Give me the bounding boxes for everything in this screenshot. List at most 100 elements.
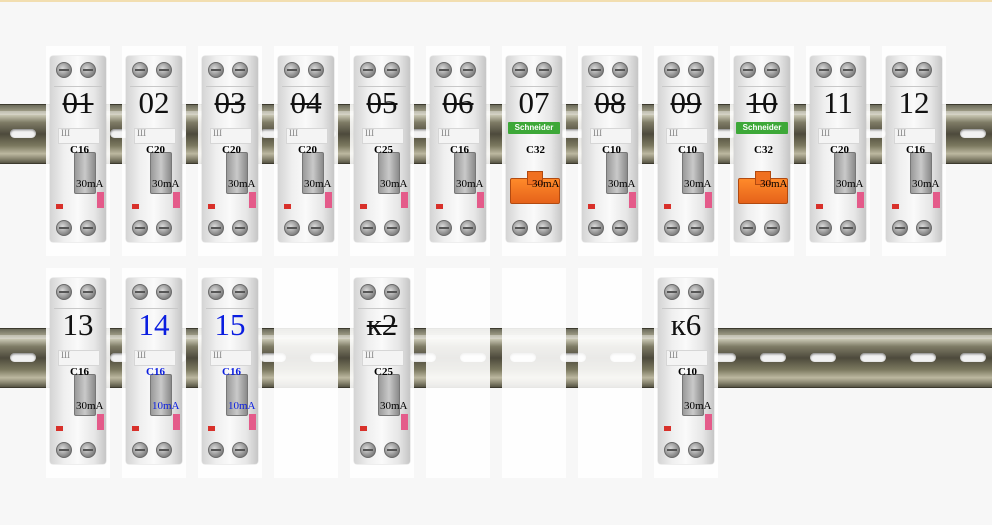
breaker-lever[interactable] [606, 152, 628, 194]
screw-icon [740, 220, 756, 236]
screw-icon [916, 220, 932, 236]
empty-slot[interactable] [502, 268, 566, 478]
circuit-breaker[interactable] [354, 278, 410, 464]
breaker-lever[interactable] [74, 152, 96, 194]
rail-shine [0, 111, 992, 115]
rail-slot [710, 129, 736, 138]
empty-slot[interactable] [426, 268, 490, 478]
breaker-rating: C16 [146, 366, 165, 378]
breaker-number: 03 [214, 85, 246, 120]
brand-mark [401, 192, 408, 208]
screw-icon [284, 220, 300, 236]
circuit-breaker[interactable] [810, 56, 866, 242]
breaker-lever[interactable] [378, 374, 400, 416]
breaker-rating: C10 [678, 366, 697, 378]
circuit-breaker[interactable] [354, 56, 410, 242]
screw-icon [688, 284, 704, 300]
screw-icon [156, 62, 172, 78]
brand-mark [249, 192, 256, 208]
circuit-breaker[interactable] [126, 278, 182, 464]
leakage-current: 30mA [76, 400, 104, 412]
breaker-lever[interactable] [150, 152, 172, 194]
breaker-lever[interactable] [682, 374, 704, 416]
body-line [54, 308, 102, 309]
breaker-lever[interactable] [302, 152, 324, 194]
circuit-breaker[interactable] [50, 278, 106, 464]
breaker-lever[interactable] [378, 152, 400, 194]
terminal-screws-bottom [734, 214, 790, 240]
terminal-screws-top [278, 58, 334, 84]
screw-icon [80, 220, 96, 236]
breaker-lever[interactable] [226, 374, 248, 416]
brand-mark [401, 414, 408, 430]
screw-icon [764, 220, 780, 236]
leakage-current: 30mA [532, 178, 560, 190]
screw-icon [232, 442, 248, 458]
body-line [662, 308, 710, 309]
screw-icon [56, 284, 72, 300]
circuit-breaker[interactable] [658, 56, 714, 242]
empty-slot[interactable] [578, 268, 642, 478]
indicator-red [664, 204, 671, 209]
breaker-lever[interactable] [738, 171, 788, 204]
screw-icon [360, 220, 376, 236]
circuit-breaker[interactable] [126, 56, 182, 242]
rail-slot [910, 353, 936, 362]
breaker-number: 01 [62, 85, 94, 120]
breaker-lever[interactable] [150, 374, 172, 416]
circuit-breaker[interactable] [202, 278, 258, 464]
label-plate [210, 128, 252, 144]
circuit-breaker[interactable] [886, 56, 942, 242]
circuit-breaker[interactable]: Schneider [506, 56, 562, 242]
body-line [54, 86, 102, 87]
circuit-breaker[interactable] [430, 56, 486, 242]
rail-slot [960, 353, 986, 362]
indicator-red [56, 426, 63, 431]
screw-icon [740, 62, 756, 78]
breaker-lever[interactable] [74, 374, 96, 416]
screw-icon [436, 220, 452, 236]
screw-icon [132, 442, 148, 458]
circuit-breaker[interactable] [50, 56, 106, 242]
breaker-lever[interactable] [510, 171, 560, 204]
circuit-breaker[interactable] [278, 56, 334, 242]
terminal-screws-bottom [582, 214, 638, 240]
circuit-breaker[interactable] [202, 56, 258, 242]
circuit-breaker[interactable]: Schneider [734, 56, 790, 242]
screw-icon [156, 442, 172, 458]
breaker-rating: C10 [602, 144, 621, 156]
empty-slot[interactable] [274, 268, 338, 478]
rail-slot [960, 129, 986, 138]
breaker-lever[interactable] [682, 152, 704, 194]
breaker-lever[interactable] [226, 152, 248, 194]
circuit-breaker[interactable] [582, 56, 638, 242]
rail-slot [560, 129, 586, 138]
screw-icon [384, 442, 400, 458]
leakage-current: 30mA [608, 178, 636, 190]
breaker-lever[interactable] [454, 152, 476, 194]
circuit-breaker[interactable] [658, 278, 714, 464]
breaker-lever[interactable] [834, 152, 856, 194]
screw-icon [384, 284, 400, 300]
terminal-screws-bottom [810, 214, 866, 240]
rail-slot [410, 353, 436, 362]
breaker-lever[interactable] [910, 152, 932, 194]
screw-icon [308, 220, 324, 236]
